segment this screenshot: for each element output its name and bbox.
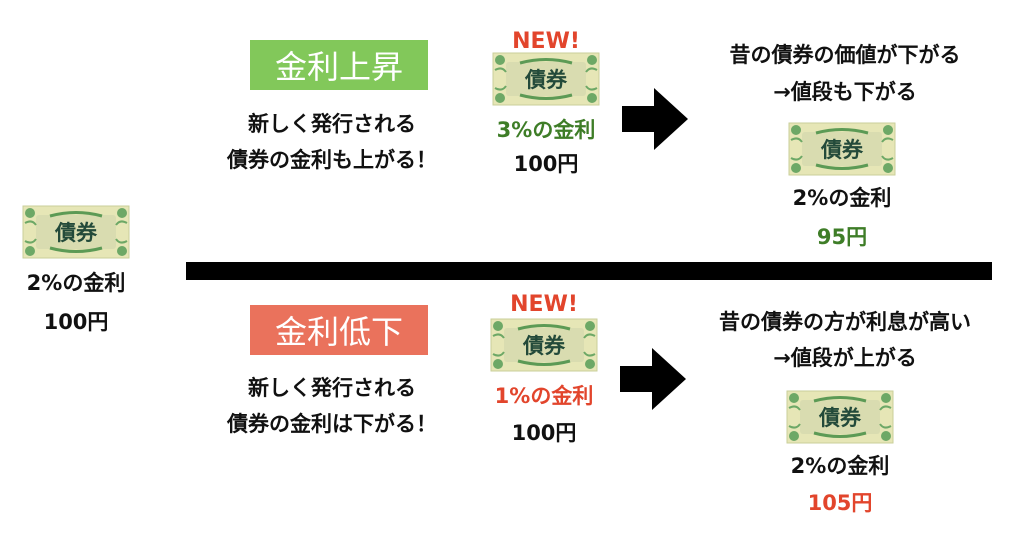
bond-icon: 債券 <box>788 122 896 176</box>
bond-icon: 債券 <box>22 205 130 259</box>
fall-desc-2: 債券の金利は下がる！ <box>227 412 437 436</box>
left-rate: 2%の金利 <box>26 271 126 295</box>
bond-icon: 債券 <box>490 318 598 372</box>
arrow-right-icon <box>620 348 686 410</box>
rise-old-rate: 2%の金利 <box>792 186 892 210</box>
svg-text:債券: 債券 <box>818 406 862 430</box>
divider <box>186 262 992 280</box>
bond-icon: 債券 <box>786 390 894 444</box>
bond-icon: 債券 <box>492 52 600 106</box>
rise-desc-2: 債券の金利も上がる！ <box>227 148 437 172</box>
fall-desc-1: 新しく発行される <box>248 376 416 400</box>
rise-desc-1: 新しく発行される <box>248 112 416 136</box>
fall-result-1: 昔の債券の方が利息が高い <box>719 310 971 334</box>
fall-new-price: 100円 <box>511 421 577 445</box>
left-price: 100円 <box>43 310 109 334</box>
arrow-right-icon <box>622 88 688 150</box>
rise-new-price: 100円 <box>513 152 579 176</box>
svg-text:債券: 債券 <box>54 221 98 245</box>
fall-result-2: →値段が上がる <box>773 346 917 370</box>
rate-rise-label: 金利上昇 <box>250 40 428 90</box>
fall-old-price: 105円 <box>807 491 873 515</box>
fall-old-rate: 2%の金利 <box>790 454 890 478</box>
svg-text:債券: 債券 <box>820 138 864 162</box>
rate-fall-label: 金利低下 <box>250 305 428 355</box>
rise-new-label: NEW! <box>512 29 580 54</box>
svg-text:債券: 債券 <box>522 334 566 358</box>
fall-new-rate: 1%の金利 <box>494 384 594 408</box>
rise-result-1: 昔の債券の価値が下がる <box>729 43 961 67</box>
fall-new-label: NEW! <box>510 292 578 317</box>
svg-text:債券: 債券 <box>524 68 568 92</box>
rise-result-2: →値段も下がる <box>773 80 917 104</box>
rise-old-price: 95円 <box>816 225 868 249</box>
rise-new-rate: 3%の金利 <box>496 118 596 142</box>
